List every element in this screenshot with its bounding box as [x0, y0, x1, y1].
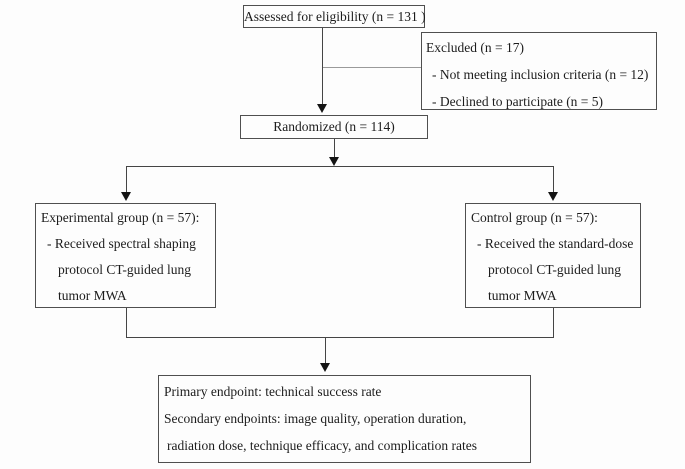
assessed-eligibility-box: Assessed for eligibility (n = 131 )	[243, 5, 426, 28]
connector-control-to-merge	[553, 308, 554, 338]
connector-experimental-to-merge	[126, 308, 127, 338]
experimental-group-box: Experimental group (n = 57): - Received …	[35, 203, 216, 308]
arrowhead-endpoints-icon	[320, 363, 330, 372]
connector-split-to-experimental	[126, 167, 127, 193]
connector-assessed-to-randomized	[322, 28, 323, 104]
arrowhead-split-icon	[329, 157, 339, 166]
connector-split-to-control	[553, 167, 554, 193]
secondary-endpoints-line2: radiation dose, technique efficacy, and …	[167, 438, 477, 453]
control-group-line3: tumor MWA	[488, 288, 557, 303]
endpoints-box: Primary endpoint: technical success rate…	[158, 375, 531, 463]
excluded-item-criteria: - Not meeting inclusion criteria (n = 12…	[432, 67, 649, 82]
experimental-group-line1: - Received spectral shaping	[47, 236, 196, 251]
experimental-group-title: Experimental group (n = 57):	[41, 210, 200, 225]
excluded-box: Excluded (n = 17) - Not meeting inclusio…	[421, 32, 657, 110]
connector-merge-to-endpoints	[325, 338, 326, 364]
randomized-box: Randomized (n = 114)	[240, 115, 428, 139]
control-group-box: Control group (n = 57): - Received the s…	[465, 203, 641, 308]
arrowhead-randomized-icon	[317, 104, 327, 113]
excluded-title: Excluded (n = 17)	[426, 40, 524, 55]
assessed-eligibility-label: Assessed for eligibility (n = 131 )	[244, 9, 426, 24]
experimental-group-line3: tumor MWA	[58, 288, 127, 303]
merge-bar	[126, 337, 554, 338]
split-bar	[126, 166, 554, 167]
secondary-endpoints-line1: Secondary endpoints: image quality, oper…	[164, 411, 467, 426]
connector-randomized-to-split	[334, 139, 335, 158]
control-group-title: Control group (n = 57):	[471, 210, 598, 225]
control-group-line2: protocol CT-guided lung	[488, 262, 621, 277]
arrowhead-control-icon	[548, 192, 558, 201]
experimental-group-line2: protocol CT-guided lung	[58, 262, 191, 277]
control-group-line1: - Received the standard-dose	[477, 236, 634, 251]
randomized-label: Randomized (n = 114)	[273, 119, 395, 134]
excluded-item-declined: - Declined to participate (n = 5)	[432, 94, 604, 109]
connector-to-excluded	[323, 67, 421, 68]
primary-endpoint-line: Primary endpoint: technical success rate	[164, 384, 382, 399]
arrowhead-experimental-icon	[121, 192, 131, 201]
